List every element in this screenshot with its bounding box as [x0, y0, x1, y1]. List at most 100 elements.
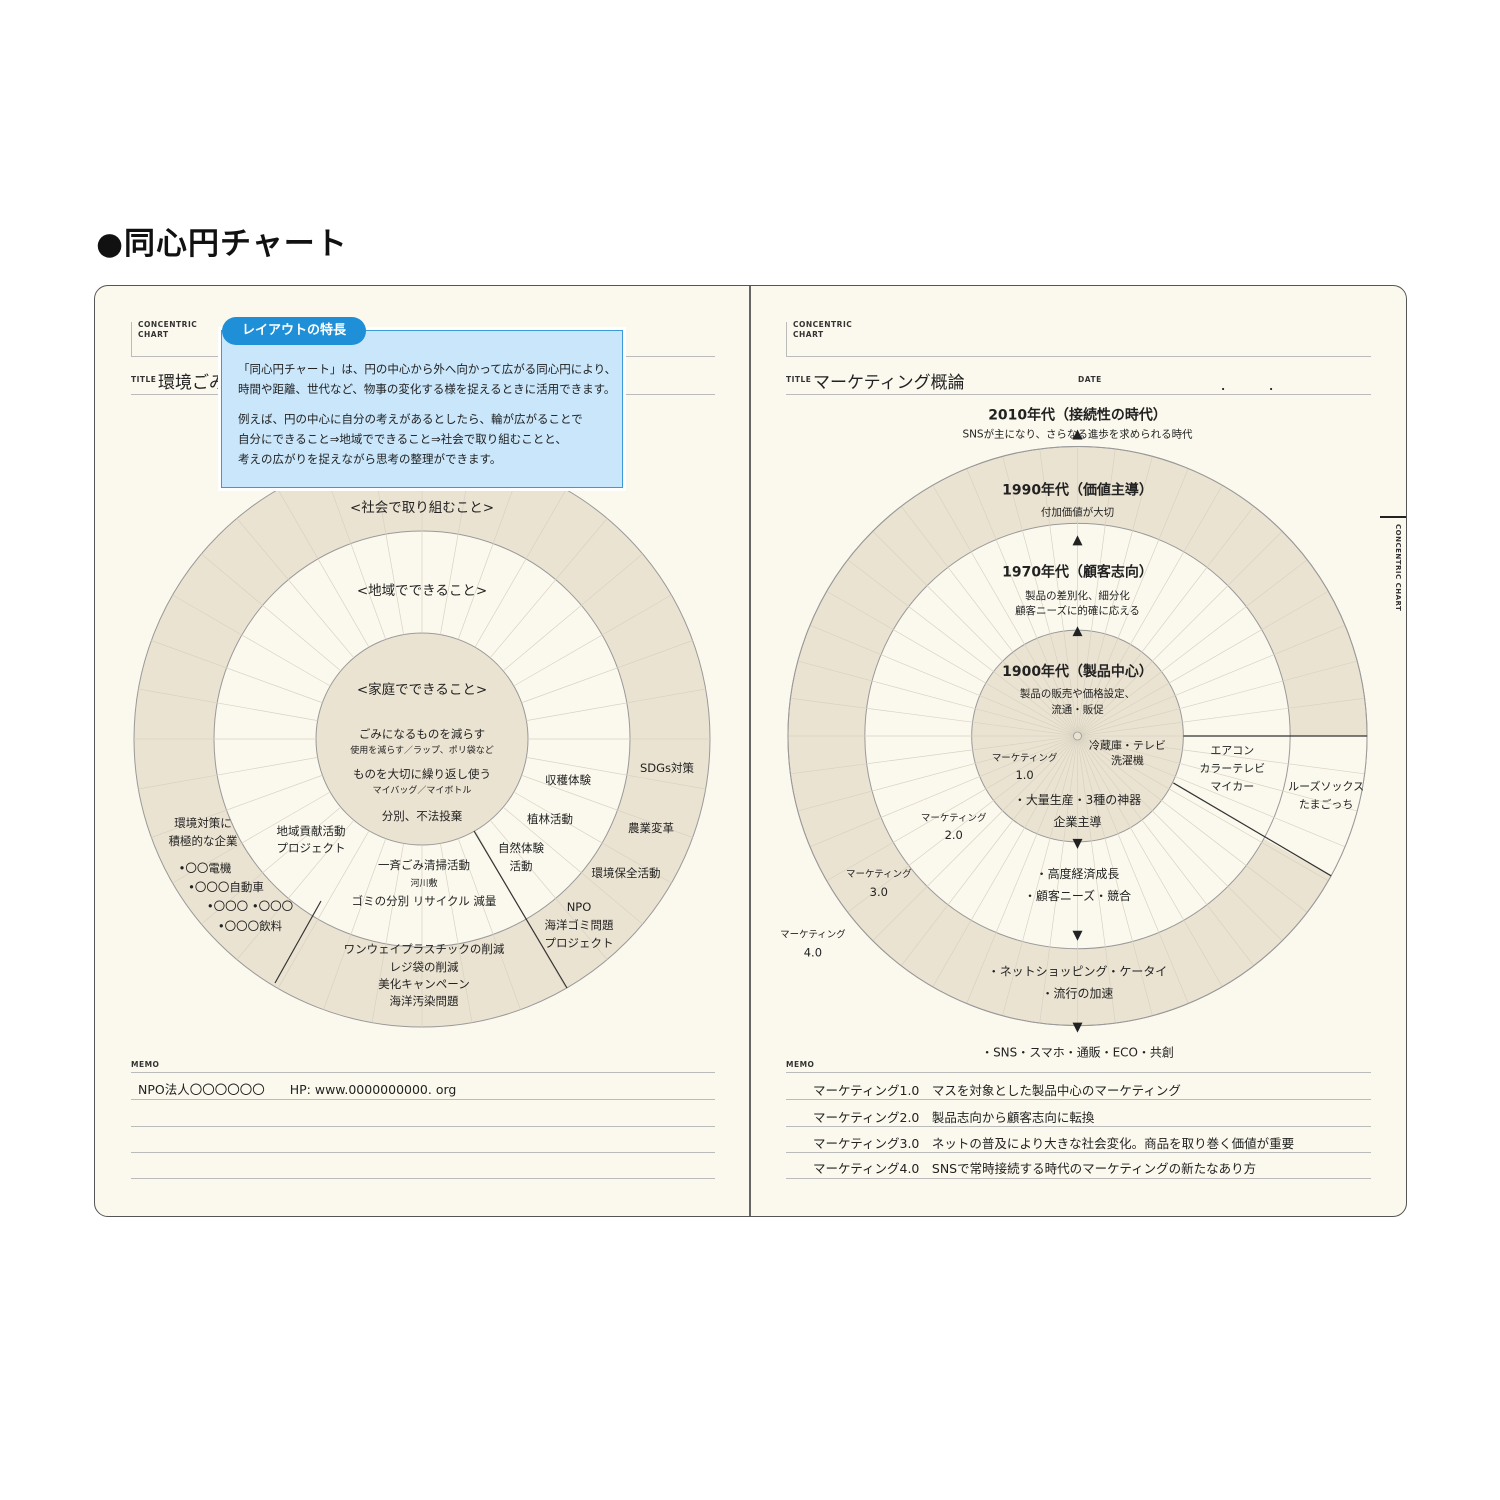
- chart-spoke: [847, 738, 1075, 913]
- chart-spoke: [797, 736, 1074, 812]
- era-1990-title: 1990年代（価値主導）: [1002, 481, 1153, 498]
- center-bottom-text: 企業主導: [1054, 814, 1102, 829]
- chart-spoke: [1078, 739, 1153, 1016]
- page-heading: ●同心円チャート: [96, 226, 348, 262]
- chart-spoke: [1077, 448, 1116, 733]
- marketing-version: 4.0: [804, 946, 822, 960]
- outer-item-plastic: 海洋汚染問題: [390, 994, 459, 1008]
- ring3-bottom-text: ・流行の加速: [1042, 987, 1114, 1001]
- chart-spoke: [932, 485, 1076, 733]
- chart-spoke: [1080, 738, 1308, 913]
- left-header-label: CONCENTRIC CHART: [138, 320, 197, 340]
- outer-item-npo: 海洋ゴミ問題: [545, 918, 614, 932]
- arrow-down-icon: [1072, 1022, 1083, 1033]
- title-label: TITLE: [131, 375, 157, 384]
- ring-inner-title: <家庭でできること>: [357, 681, 487, 698]
- products-1970: カラーテレビ: [1199, 762, 1265, 775]
- title-field[interactable]: マーケティング概論: [813, 373, 965, 393]
- era-1970-title: 1970年代（顧客志向）: [1002, 563, 1153, 580]
- right-header-label: CONCENTRIC CHART: [793, 320, 852, 340]
- chart-spoke: [138, 757, 318, 790]
- chart-spokes: [134, 451, 710, 1027]
- header-bracket: [786, 322, 787, 356]
- outer-item-companies: 環境対策に: [174, 816, 232, 830]
- title-field[interactable]: 環境ごみ: [158, 373, 226, 393]
- chart-spoke: [1081, 736, 1358, 812]
- chart-spoke: [1002, 456, 1077, 733]
- outer-item-companies: 積極的な企業: [169, 834, 238, 848]
- memo-rule: [131, 1152, 715, 1153]
- memo-line[interactable]: マーケティング3.0 ネットの普及により大きな社会変化。商品を取り巻く価値が重要: [813, 1136, 1295, 1151]
- memo-rule: [786, 1072, 1371, 1073]
- inner-item: ごみになるものを減らす: [359, 727, 485, 741]
- header-rule: [786, 356, 1371, 357]
- outer-item-companies: •〇〇電機: [179, 861, 232, 875]
- chart-spoke: [826, 590, 1075, 735]
- chart-spoke: [1080, 590, 1329, 735]
- ring-middle-title: <地域でできること>: [357, 583, 487, 599]
- sector-dividers: [1173, 735, 1368, 877]
- chart-spoke: [138, 688, 318, 721]
- memo-label: MEMO: [786, 1060, 815, 1069]
- products-1970: エアコン: [1210, 744, 1254, 757]
- outer-item-sdgs: SDGs対策: [640, 761, 695, 775]
- chart-spoke: [1080, 559, 1308, 734]
- popup-paragraph-1: 「同心円チャート」は、円の中心から外へ向かって広がる同心円により、 時間や距離、…: [238, 359, 616, 399]
- chart-spoke: [1080, 738, 1283, 942]
- chart-spoke: [201, 553, 342, 672]
- era-1970-sub: 製品の差別化、細分化: [1025, 589, 1130, 602]
- chart-spoke: [1002, 739, 1077, 1016]
- chart-spoke: [474, 489, 567, 648]
- marketing-label: マーケティング: [992, 752, 1058, 764]
- chart-spoke: [277, 830, 370, 989]
- date-field[interactable]: . .: [1221, 380, 1274, 393]
- chart-spoke: [809, 624, 1074, 735]
- chart-spoke: [1080, 737, 1329, 882]
- ring2-bottom-text: ・高度経済成長: [1036, 866, 1120, 881]
- title-label: TITLE: [786, 375, 812, 384]
- middle-item-cleanup: 一斉ごみ清掃活動: [378, 858, 470, 872]
- products-1900: 洗濯機: [1111, 753, 1144, 767]
- inner-item-sub: マイバッグ／マイボトル: [373, 784, 472, 796]
- chart-spoke: [521, 774, 693, 838]
- header-label-line: CONCENTRIC: [138, 320, 198, 329]
- ring-outer-title: <社会で取り組むこと>: [350, 500, 494, 516]
- chart-spoke: [1080, 531, 1283, 734]
- chart-spoke: [809, 737, 1074, 848]
- popup-tab: レイアウトの特長: [222, 317, 366, 345]
- chart-spoke: [826, 737, 1075, 882]
- marketing-label: マーケティング: [846, 868, 912, 880]
- chart-spoke: [489, 819, 608, 960]
- outer-item-plastic: ワンウェイプラスチックの削減: [344, 942, 505, 956]
- chart-spoke: [526, 688, 706, 721]
- era-1900-title: 1900年代（製品中心）: [1002, 663, 1153, 680]
- memo-line[interactable]: マーケティング4.0 SNSで常時接続する時代のマーケティングの新たなあり方: [813, 1161, 1257, 1176]
- outer-item-npo: プロジェクト: [545, 936, 614, 950]
- side-tab-label: CONCENTRIC CHART: [1394, 524, 1402, 612]
- memo-rule: [786, 1152, 1371, 1153]
- middle-item-community: プロジェクト: [277, 841, 346, 855]
- era-1970-sub: 顧客ニーズに的確に応える: [1015, 604, 1140, 617]
- memo-line[interactable]: NPO法人〇〇〇〇〇〇 HP: www.0000000000. org: [138, 1082, 457, 1097]
- chart-spoke: [1039, 739, 1078, 1024]
- concentric-chart-left: <社会で取り組むこと> <地域でできること> <家庭でできること> ごみになるも…: [133, 450, 711, 1028]
- era-1990-sub: 付加価値が大切: [1041, 505, 1114, 518]
- marketing-version: 3.0: [870, 885, 888, 899]
- chart-spoke: [1079, 485, 1223, 733]
- era-2010-title: 2010年代（接続性の時代）: [988, 407, 1167, 424]
- chart-spoke: [1079, 738, 1255, 966]
- chart-spoke: [521, 640, 693, 704]
- memo-line[interactable]: マーケティング1.0 マスを対象とした製品中心のマーケティング: [813, 1083, 1181, 1098]
- arrow-down-icon: [1072, 838, 1083, 849]
- arrow-down-icon: [1072, 930, 1083, 941]
- header-label-line: CONCENTRIC: [793, 320, 853, 329]
- memo-line[interactable]: マーケティング2.0 製品志向から顧客志向に転換: [813, 1110, 1095, 1125]
- chart-spoke: [1077, 739, 1116, 1024]
- popup-line: 「同心円チャート」は、円の中心から外へ向かって広がる同心円により、: [238, 362, 617, 376]
- chart-spoke: [847, 559, 1075, 734]
- chart-spoke: [790, 736, 1074, 775]
- chart-spoke: [457, 468, 521, 640]
- outer-item-companies: •〇〇〇 •〇〇〇: [207, 899, 293, 913]
- side-tab-marker: [1380, 516, 1406, 518]
- chart-spoke: [1078, 739, 1189, 1004]
